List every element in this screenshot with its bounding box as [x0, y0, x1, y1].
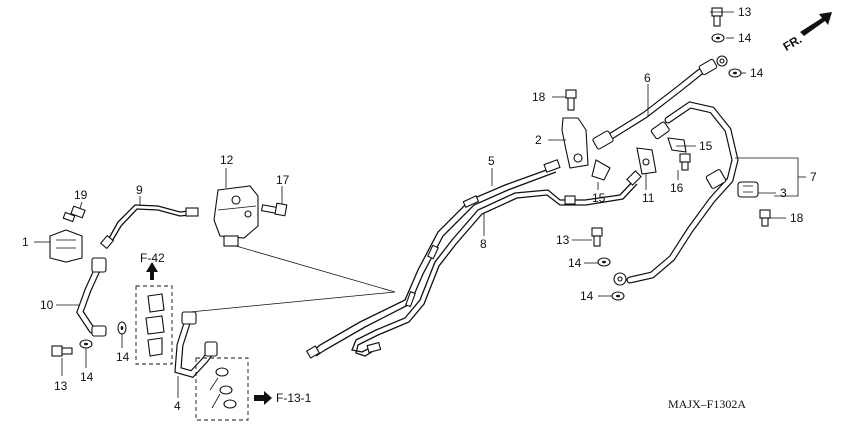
- lock-clip-15b: [667, 137, 687, 153]
- bolt-16: [679, 153, 691, 171]
- callout-5: 5: [488, 154, 495, 168]
- brake-pipe-9: [99, 204, 199, 250]
- bolt-17: [260, 202, 288, 217]
- callout-15: 15: [592, 191, 606, 205]
- brake-pipe-5: [305, 159, 561, 359]
- callout-13: 13: [54, 379, 68, 393]
- washer-14-b: [728, 68, 742, 78]
- callout-16: 16: [670, 181, 684, 195]
- callout-9: 9: [136, 183, 143, 197]
- callout-14: 14: [580, 289, 594, 303]
- f42-detail-box: [135, 285, 173, 365]
- callout-3: 3: [780, 186, 787, 200]
- callout-14: 14: [80, 370, 94, 384]
- proportioning-valve-12: [213, 185, 259, 247]
- callout-8: 8: [480, 237, 487, 251]
- callout-14: 14: [568, 256, 582, 270]
- bolt-13-top: [711, 7, 723, 27]
- callout-19: 19: [74, 188, 88, 202]
- callout-10: 10: [40, 298, 54, 312]
- ref-f42: F-42: [140, 251, 165, 265]
- ref-f13: F-13-1: [276, 391, 312, 405]
- clamp-1: [49, 229, 83, 263]
- bracket-2: [561, 117, 589, 169]
- washer-14-mid: [597, 257, 611, 267]
- front-arrow-icon: [800, 12, 832, 36]
- bolt-18-right: [759, 209, 771, 227]
- washer-14-top: [711, 33, 725, 43]
- callout-15: 15: [699, 139, 713, 153]
- brake-hose-6: [592, 55, 728, 150]
- callout-14: 14: [750, 66, 764, 80]
- brake-hose-4: [174, 311, 218, 378]
- front-marker: FR.: [781, 32, 805, 54]
- brake-hose-10: [76, 257, 107, 337]
- bolt-18-top: [565, 89, 577, 111]
- callout-17: 17: [276, 173, 290, 187]
- bracket-11: [636, 147, 657, 175]
- callout-7: 7: [810, 170, 817, 184]
- callout-1: 1: [22, 235, 29, 249]
- callout-14: 14: [738, 31, 752, 45]
- bolt-19: [62, 205, 86, 223]
- callout-12: 12: [220, 153, 234, 167]
- callout-11: 11: [642, 191, 655, 205]
- lock-clip-15a: [591, 159, 611, 181]
- callout-13: 13: [738, 5, 752, 19]
- callout-14: 14: [116, 350, 130, 364]
- bolt-13-left: [51, 345, 73, 357]
- callout-4: 4: [174, 399, 181, 413]
- right-arrow-icon: [254, 391, 272, 405]
- bolt-13-mid: [591, 227, 603, 247]
- brake-hose-7: [613, 101, 739, 286]
- up-arrow-icon: [146, 262, 158, 280]
- f13-detail-box: [195, 357, 249, 421]
- washer-14-left-b: [79, 339, 93, 349]
- catalog-code: MAJX–F1302A: [668, 397, 746, 411]
- hose-clip-3: [737, 181, 759, 198]
- callout-6: 6: [644, 71, 651, 85]
- callout-2: 2: [535, 133, 542, 147]
- callout-18: 18: [532, 90, 546, 104]
- brake-pipe-8: [351, 170, 642, 357]
- callout-18: 18: [790, 211, 804, 225]
- callout-13: 13: [556, 233, 570, 247]
- washer-14-left-a: [117, 321, 127, 335]
- washer-14-low: [611, 291, 625, 301]
